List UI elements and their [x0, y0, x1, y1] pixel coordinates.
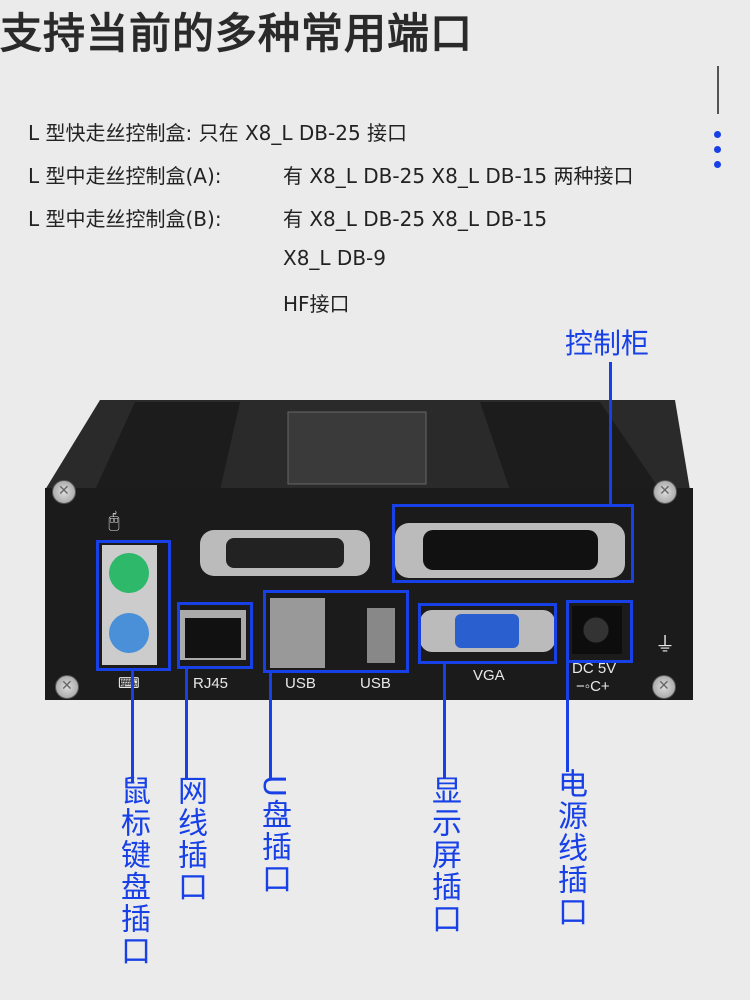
- dot-icon: [714, 131, 721, 138]
- callout-power: 电源线插口: [552, 768, 587, 928]
- device-body: [45, 400, 693, 700]
- label-vga: VGA: [473, 667, 505, 684]
- callout-ps2: 鼠标键盘插口: [115, 775, 150, 967]
- callout-display: 显示屏插口: [426, 775, 461, 935]
- screw-icon: [652, 675, 676, 699]
- divider-line: [717, 66, 719, 114]
- callout-cabinet: 控制柜: [565, 327, 650, 360]
- leader-line: [609, 362, 612, 505]
- highlight-dc: [566, 600, 633, 663]
- dot-icon: [714, 146, 721, 153]
- label-usb-1: USB: [285, 675, 316, 692]
- highlight-rj45: [177, 602, 253, 669]
- screw-icon: [52, 480, 76, 504]
- highlight-db25: [392, 504, 634, 583]
- leader-line: [131, 670, 134, 782]
- mouse-icon: 🖰: [108, 510, 120, 532]
- spec-line-3-value: 有 X8_L DB-25 X8_L DB-15: [283, 207, 548, 231]
- leader-line: [185, 668, 188, 778]
- highlight-vga: [418, 603, 557, 664]
- spec-line-2-value: 有 X8_L DB-25 X8_L DB-15 两种接口: [283, 164, 634, 188]
- keyboard-icon: ⌨: [118, 675, 140, 692]
- label-rj45: RJ45: [193, 675, 229, 692]
- screw-icon: [55, 675, 79, 699]
- spec-line-4: X8_L DB-9: [283, 246, 386, 270]
- screw-icon: [653, 480, 677, 504]
- label-dc: DC 5V: [572, 660, 617, 677]
- leader-line: [269, 672, 272, 778]
- highlight-usb: [263, 590, 409, 673]
- spec-line-2: L 型中走丝控制盒(A):: [28, 164, 222, 188]
- label-usb-2: USB: [360, 675, 391, 692]
- spec-line-5: HF接口: [283, 292, 350, 316]
- leader-line: [566, 662, 569, 772]
- spec-line-3: L 型中走丝控制盒(B):: [28, 207, 222, 231]
- ground-icon: ⏚: [655, 634, 675, 656]
- page-title: 支持当前的多种常用端口: [0, 9, 474, 58]
- label-polarity: −◦C+: [576, 678, 610, 695]
- callout-usb: U盘插口: [256, 775, 291, 895]
- highlight-ps2: [96, 540, 171, 671]
- callout-lan: 网线插口: [172, 775, 207, 903]
- spec-line-1: L 型快走丝控制盒: 只在 X8_L DB-25 接口: [28, 121, 408, 145]
- leader-line: [443, 663, 446, 778]
- dot-icon: [714, 161, 721, 168]
